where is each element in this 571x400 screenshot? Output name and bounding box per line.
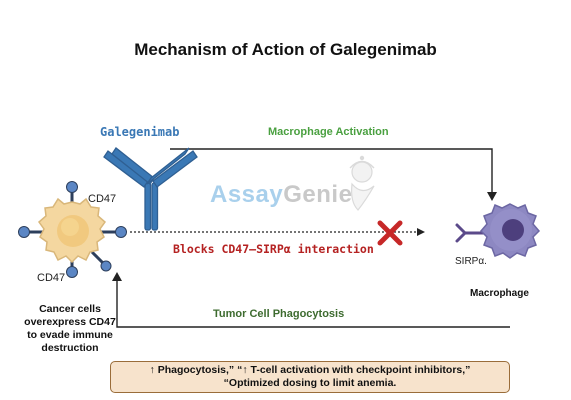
genie-logo-icon — [349, 155, 375, 211]
outcome-note-line1: ↑ Phagocytosis,” “↑ T-cell activation wi… — [149, 364, 471, 376]
phagocytosis-arrow — [116, 278, 510, 328]
watermark-part1: Assay — [210, 181, 284, 208]
cancer-cell-receptors — [18, 181, 127, 278]
blocks-interaction-label: Blocks CD47–SIRPα interaction — [173, 242, 374, 256]
outcome-note-line2: “Optimized dosing to limit anemia. — [223, 377, 397, 389]
cd47-label-lower: CD47 — [37, 272, 66, 284]
sirpa-receptor-icon — [455, 223, 486, 243]
cancer-cell — [37, 197, 107, 264]
interaction-arrowhead — [417, 228, 425, 236]
phagocytosis-label: Tumor Cell Phagocytosis — [213, 308, 345, 320]
sirpa-label: SIRPα. — [455, 256, 487, 267]
blocked-x-icon — [377, 220, 403, 246]
antibody-icon — [103, 147, 198, 231]
macrophage-cell — [479, 203, 541, 259]
cd47-label-upper: CD47 — [88, 193, 117, 205]
page-title: Mechanism of Action of Galegenimab — [134, 40, 437, 59]
activation-arrow — [170, 148, 493, 194]
cancer-cell-caption: Cancer cells overexpress CD47 to evade i… — [24, 303, 116, 354]
watermark-part2: Genie — [283, 181, 353, 208]
macrophage-label: Macrophage — [470, 288, 529, 299]
activation-arrowhead — [487, 192, 497, 201]
drug-label: Galegenimab — [100, 125, 180, 139]
outcome-note-box: ↑ Phagocytosis,” “↑ T-cell activation wi… — [110, 361, 510, 393]
phagocytosis-arrowhead — [112, 272, 122, 281]
watermark-logo: AssayGenie — [210, 181, 352, 209]
macrophage-activation-label: Macrophage Activation — [268, 126, 389, 138]
